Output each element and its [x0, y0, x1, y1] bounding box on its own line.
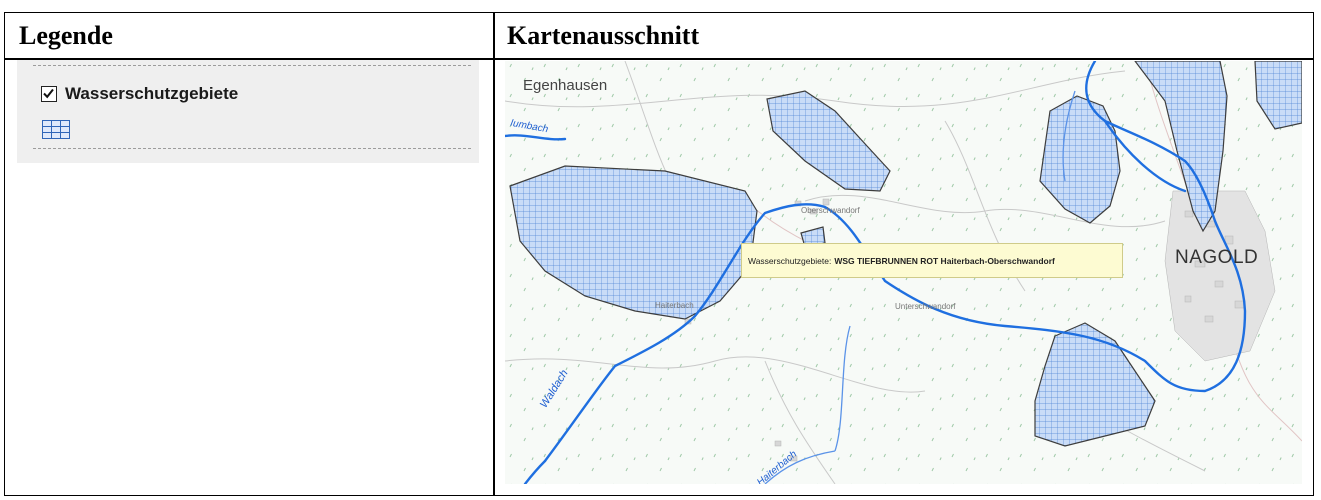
place-label-haiterbach: Haiterbach [655, 301, 694, 310]
content-table: Legende Kartenausschnitt [4, 12, 1314, 496]
legend-header: Legende [19, 21, 113, 50]
legend-panel: Wasserschutzgebiete [17, 60, 479, 163]
legend-layer-row[interactable]: Wasserschutzgebiete [41, 84, 238, 104]
layer-label: Wasserschutzgebiete [65, 84, 239, 103]
checkmark-icon [43, 88, 54, 99]
column-divider [493, 13, 495, 495]
place-label-egenhausen: Egenhausen [523, 77, 608, 94]
header-divider [5, 58, 1313, 60]
tooltip-value: WSG TIEFBRUNNEN ROT Haiterbach-Oberschwa… [834, 255, 1055, 266]
feature-tooltip: Wasserschutzgebiete: WSG TIEFBRUNNEN ROT… [741, 243, 1123, 278]
place-label-nagold: NAGOLD [1175, 247, 1259, 268]
map-view[interactable]: Egenhausen NAGOLD Oberschwandorf Untersc… [505, 61, 1302, 484]
legend-separator-bottom [33, 148, 471, 149]
place-label-unterschwandorf: Unterschwandorf [895, 302, 956, 311]
map-header: Kartenausschnitt [507, 21, 700, 50]
tooltip-key: Wasserschutzgebiete: [748, 255, 832, 266]
layer-checkbox[interactable] [41, 86, 57, 102]
legend-separator-top [33, 65, 471, 66]
place-label-oberschwandorf: Oberschwandorf [801, 206, 860, 215]
hatch-swatch-icon [42, 120, 70, 139]
